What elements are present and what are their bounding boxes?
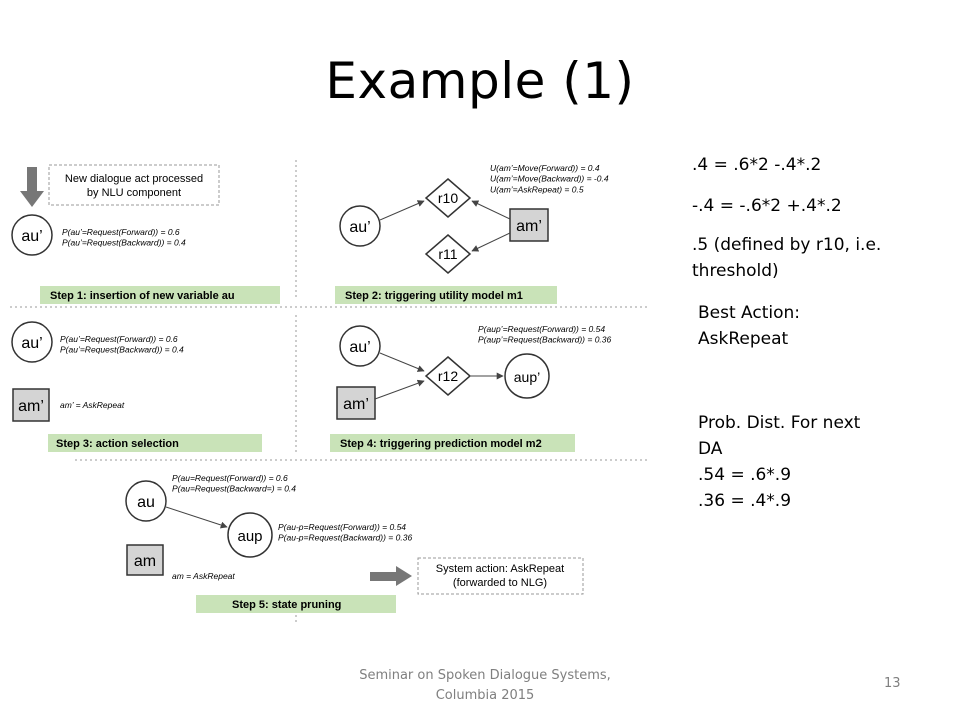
node-aup-prime: aup’ (514, 369, 540, 385)
node-r11: r11 (438, 246, 457, 262)
right-arrow-icon (370, 566, 412, 586)
page-number: 13 (884, 676, 901, 691)
system-action-text: System action: AskRepeat(forwarded to NL… (436, 563, 564, 589)
node-am-prime: am’ (18, 398, 44, 415)
step-3-label: Step 3: action selection (56, 438, 179, 450)
am-value: am’ = AskRepeat (60, 400, 125, 410)
node-am-prime: am’ (343, 396, 369, 413)
note-utility-backward: -.4 = -.6*2 +.4*.2 (692, 196, 842, 216)
node-aup: aup (237, 528, 262, 545)
step-1-label: Step 1: insertion of new variable au (50, 290, 235, 302)
node-r12: r12 (438, 368, 458, 384)
panel-step-4: au’ am’ r12 aup’ P(aup’=Request(Forward)… (330, 324, 612, 452)
node-am-prime: am’ (516, 218, 542, 235)
node-am: am (134, 553, 156, 570)
step-2-label: Step 2: triggering utility model m1 (345, 290, 523, 302)
node-au-prime: au’ (21, 335, 42, 352)
am-value: am = AskRepeat (172, 571, 235, 581)
down-arrow-icon (20, 167, 44, 207)
note-threshold: .5 (defined by r10, i.e.threshold) (692, 235, 882, 281)
node-au: au (137, 494, 155, 511)
slide-title: Example (1) (325, 52, 635, 110)
note-utility-forward: .4 = .6*2 -.4*.2 (692, 155, 822, 175)
step-4-label: Step 4: triggering prediction model m2 (340, 438, 542, 450)
node-r10: r10 (438, 190, 458, 206)
step-5-label: Step 5: state pruning (232, 599, 341, 611)
node-au-prime: au’ (21, 228, 42, 245)
note-best-action: Best Action:AskRepeat (698, 303, 801, 349)
node-au-prime: au’ (349, 219, 370, 236)
footer-text: Seminar on Spoken Dialogue Systems,Colum… (359, 668, 611, 703)
node-au-prime: au’ (349, 339, 370, 356)
